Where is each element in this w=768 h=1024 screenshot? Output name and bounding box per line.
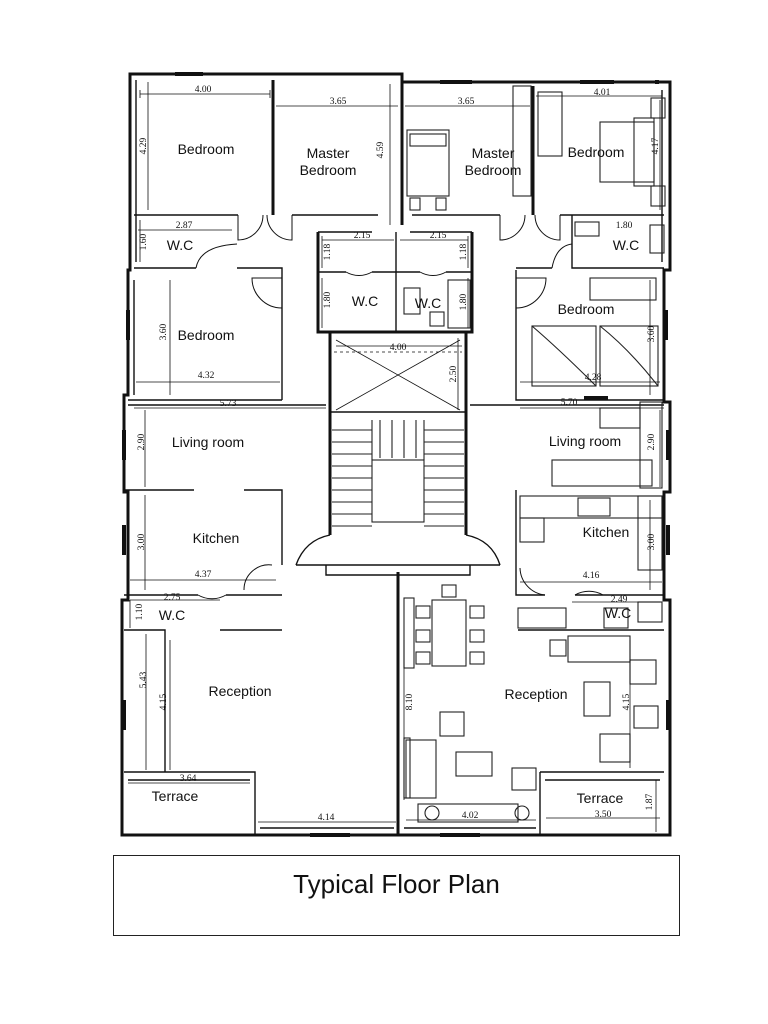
dim-label: 4.29 [139, 137, 149, 154]
dim-label: 2.50 [449, 365, 459, 382]
room-wc-bottom-left: W.C [159, 607, 185, 623]
staircase [332, 339, 464, 527]
dim-label: 4.32 [198, 371, 215, 381]
dim-label: 4.17 [651, 137, 661, 154]
dim-label: 4.00 [390, 343, 407, 353]
dim-label: 3.64 [180, 774, 197, 784]
room-wc-center-right: W.C [415, 295, 441, 311]
room-terrace-right: Terrace [577, 790, 624, 806]
dim-label: 4.16 [583, 571, 600, 581]
doors [195, 214, 604, 600]
room-wc-bottom-right: W.C [605, 605, 631, 621]
room-living-right: Living room [549, 433, 621, 449]
room-reception-right: Reception [504, 686, 567, 702]
dim-label: 4.37 [195, 570, 212, 580]
dim-label: 5.43 [139, 671, 149, 688]
dim-label: 4.59 [376, 141, 386, 158]
room-kitchen-right: Kitchen [583, 524, 630, 540]
dim-label: 3.60 [647, 325, 657, 342]
dim-label: 1.18 [459, 243, 469, 260]
dim-label: 2.87 [176, 221, 193, 231]
dim-label: 1.80 [616, 221, 633, 231]
dim-label: 2.75 [164, 593, 181, 603]
dim-label: 1.87 [645, 793, 655, 810]
dim-label: 1.80 [323, 291, 333, 308]
dim-label: 2.90 [137, 433, 147, 450]
dim-label: 2.15 [430, 231, 447, 241]
room-wc-center-left: W.C [352, 293, 378, 309]
dim-label: 3.65 [330, 97, 347, 107]
room-bedroom-mid-right: Bedroom [558, 301, 615, 317]
room-reception-left: Reception [208, 683, 271, 699]
dim-label: 4.14 [318, 813, 335, 823]
dim-label: 5.70 [561, 398, 578, 408]
dimension-lines [128, 82, 664, 832]
windows [122, 72, 670, 837]
room-bedroom-top-left: Bedroom [178, 141, 235, 157]
room-kitchen-left: Kitchen [193, 530, 240, 546]
room-bedroom-mid-left: Bedroom [178, 327, 235, 343]
room-living-left: Living room [172, 434, 244, 450]
dim-label: 3.00 [137, 533, 147, 550]
dim-label: 4.01 [594, 88, 611, 98]
room-wc-top-right: W.C [613, 237, 639, 253]
dim-label: 8.10 [405, 693, 415, 710]
room-bedroom-top-right: Bedroom [568, 144, 625, 160]
dim-label: 2.90 [647, 433, 657, 450]
room-wc-top-left: W.C [167, 237, 193, 253]
title-block: Typical Floor Plan [113, 855, 680, 936]
dim-label: 3.60 [159, 323, 169, 340]
drawing-title: Typical Floor Plan [293, 869, 500, 899]
dim-label: 3.65 [458, 97, 475, 107]
dim-label: 4.28 [585, 373, 602, 383]
dimension-labels: 4.00 3.65 3.65 4.01 4.29 4.59 4.17 2.87 … [135, 85, 661, 823]
dim-label: 2.49 [611, 595, 628, 605]
dim-label: 4.00 [195, 85, 212, 95]
dim-label: 4.15 [159, 693, 169, 710]
dim-label: 1.80 [459, 293, 469, 310]
dim-label: 1.18 [323, 243, 333, 260]
dim-label: 5.73 [220, 399, 237, 409]
room-terrace-left: Terrace [152, 788, 199, 804]
dim-label: 1.10 [135, 603, 145, 620]
walls [120, 72, 672, 837]
dim-label: 3.50 [595, 810, 612, 820]
dim-label: 4.02 [462, 811, 479, 821]
dim-label: 1.60 [139, 233, 149, 250]
dim-label: 4.15 [622, 693, 632, 710]
dim-label: 2.15 [354, 231, 371, 241]
dim-label: 3.00 [647, 533, 657, 550]
